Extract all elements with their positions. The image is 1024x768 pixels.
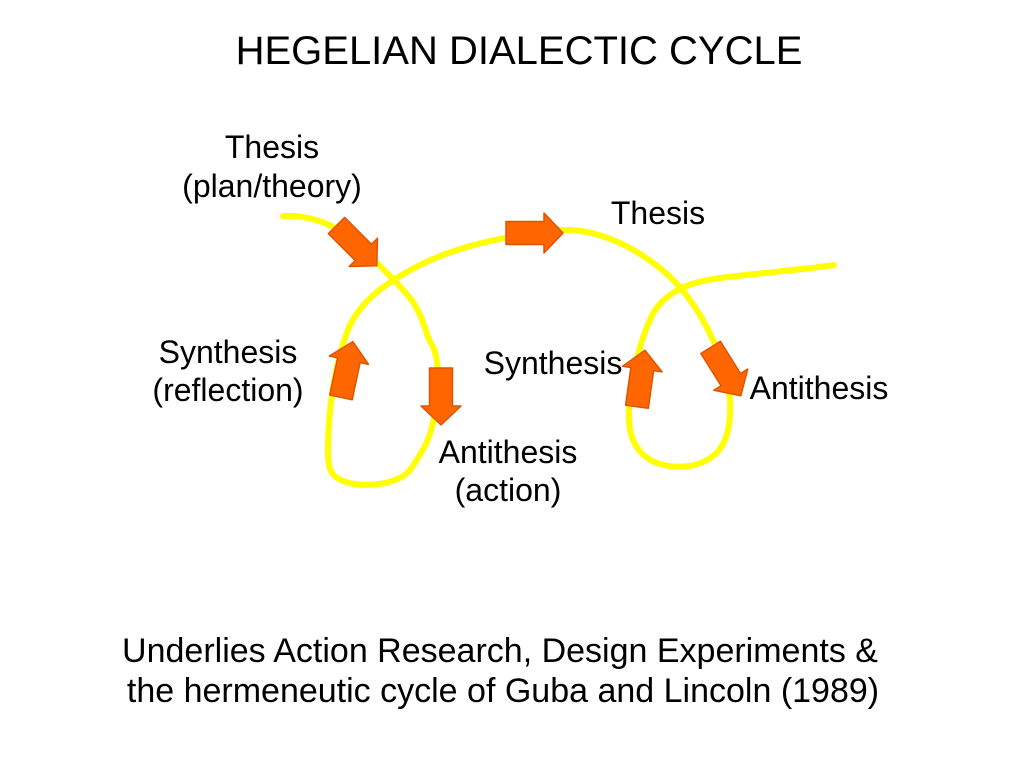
arrow-up-synthesis-second-icon (621, 349, 663, 410)
label-thesis-second: Thesis (611, 195, 705, 231)
arrow-up-synthesis-reflection-icon (328, 340, 370, 401)
arrow-synthesis-to-thesis-icon (505, 212, 564, 254)
caption: Underlies Action Research, Design Experi… (122, 632, 879, 710)
label-antithesis-action-line2: (action) (455, 472, 562, 508)
cycle-line (280, 212, 837, 488)
label-synthesis-reflection-line2: (reflection) (152, 372, 303, 408)
caption-line2: the hermeneutic cycle of Guba and Lincol… (127, 672, 879, 710)
label-synthesis-reflection-line1: Synthesis (159, 334, 298, 370)
label-thesis-second-line1: Thesis (611, 195, 705, 231)
arrow-down-antithesis-second-icon (700, 340, 749, 397)
label-antithesis-action-line1: Antithesis (439, 434, 578, 470)
label-antithesis-second-line1: Antithesis (750, 370, 889, 406)
label-antithesis-action: Antithesis (action) (439, 434, 578, 508)
label-thesis-plan: Thesis (plan/theory) (182, 129, 362, 204)
label-synthesis-reflection: Synthesis (reflection) (152, 334, 303, 408)
label-synthesis-second: Synthesis (484, 345, 623, 381)
label-thesis-plan-line1: Thesis (225, 129, 319, 165)
label-synthesis-second-line1: Synthesis (484, 345, 623, 381)
slide-text: HEGELIAN DIALECTIC CYCLE Thesis (plan/th… (122, 29, 888, 710)
label-antithesis-second: Antithesis (750, 370, 889, 406)
label-thesis-plan-line2: (plan/theory) (182, 168, 362, 204)
arrow-thesis-to-antithesis-icon (327, 216, 379, 268)
caption-line1: Underlies Action Research, Design Experi… (122, 632, 878, 670)
direction-arrows (327, 212, 749, 426)
arrow-down-to-antithesis-action-icon (420, 367, 462, 426)
page-title: HEGELIAN DIALECTIC CYCLE (236, 29, 803, 73)
